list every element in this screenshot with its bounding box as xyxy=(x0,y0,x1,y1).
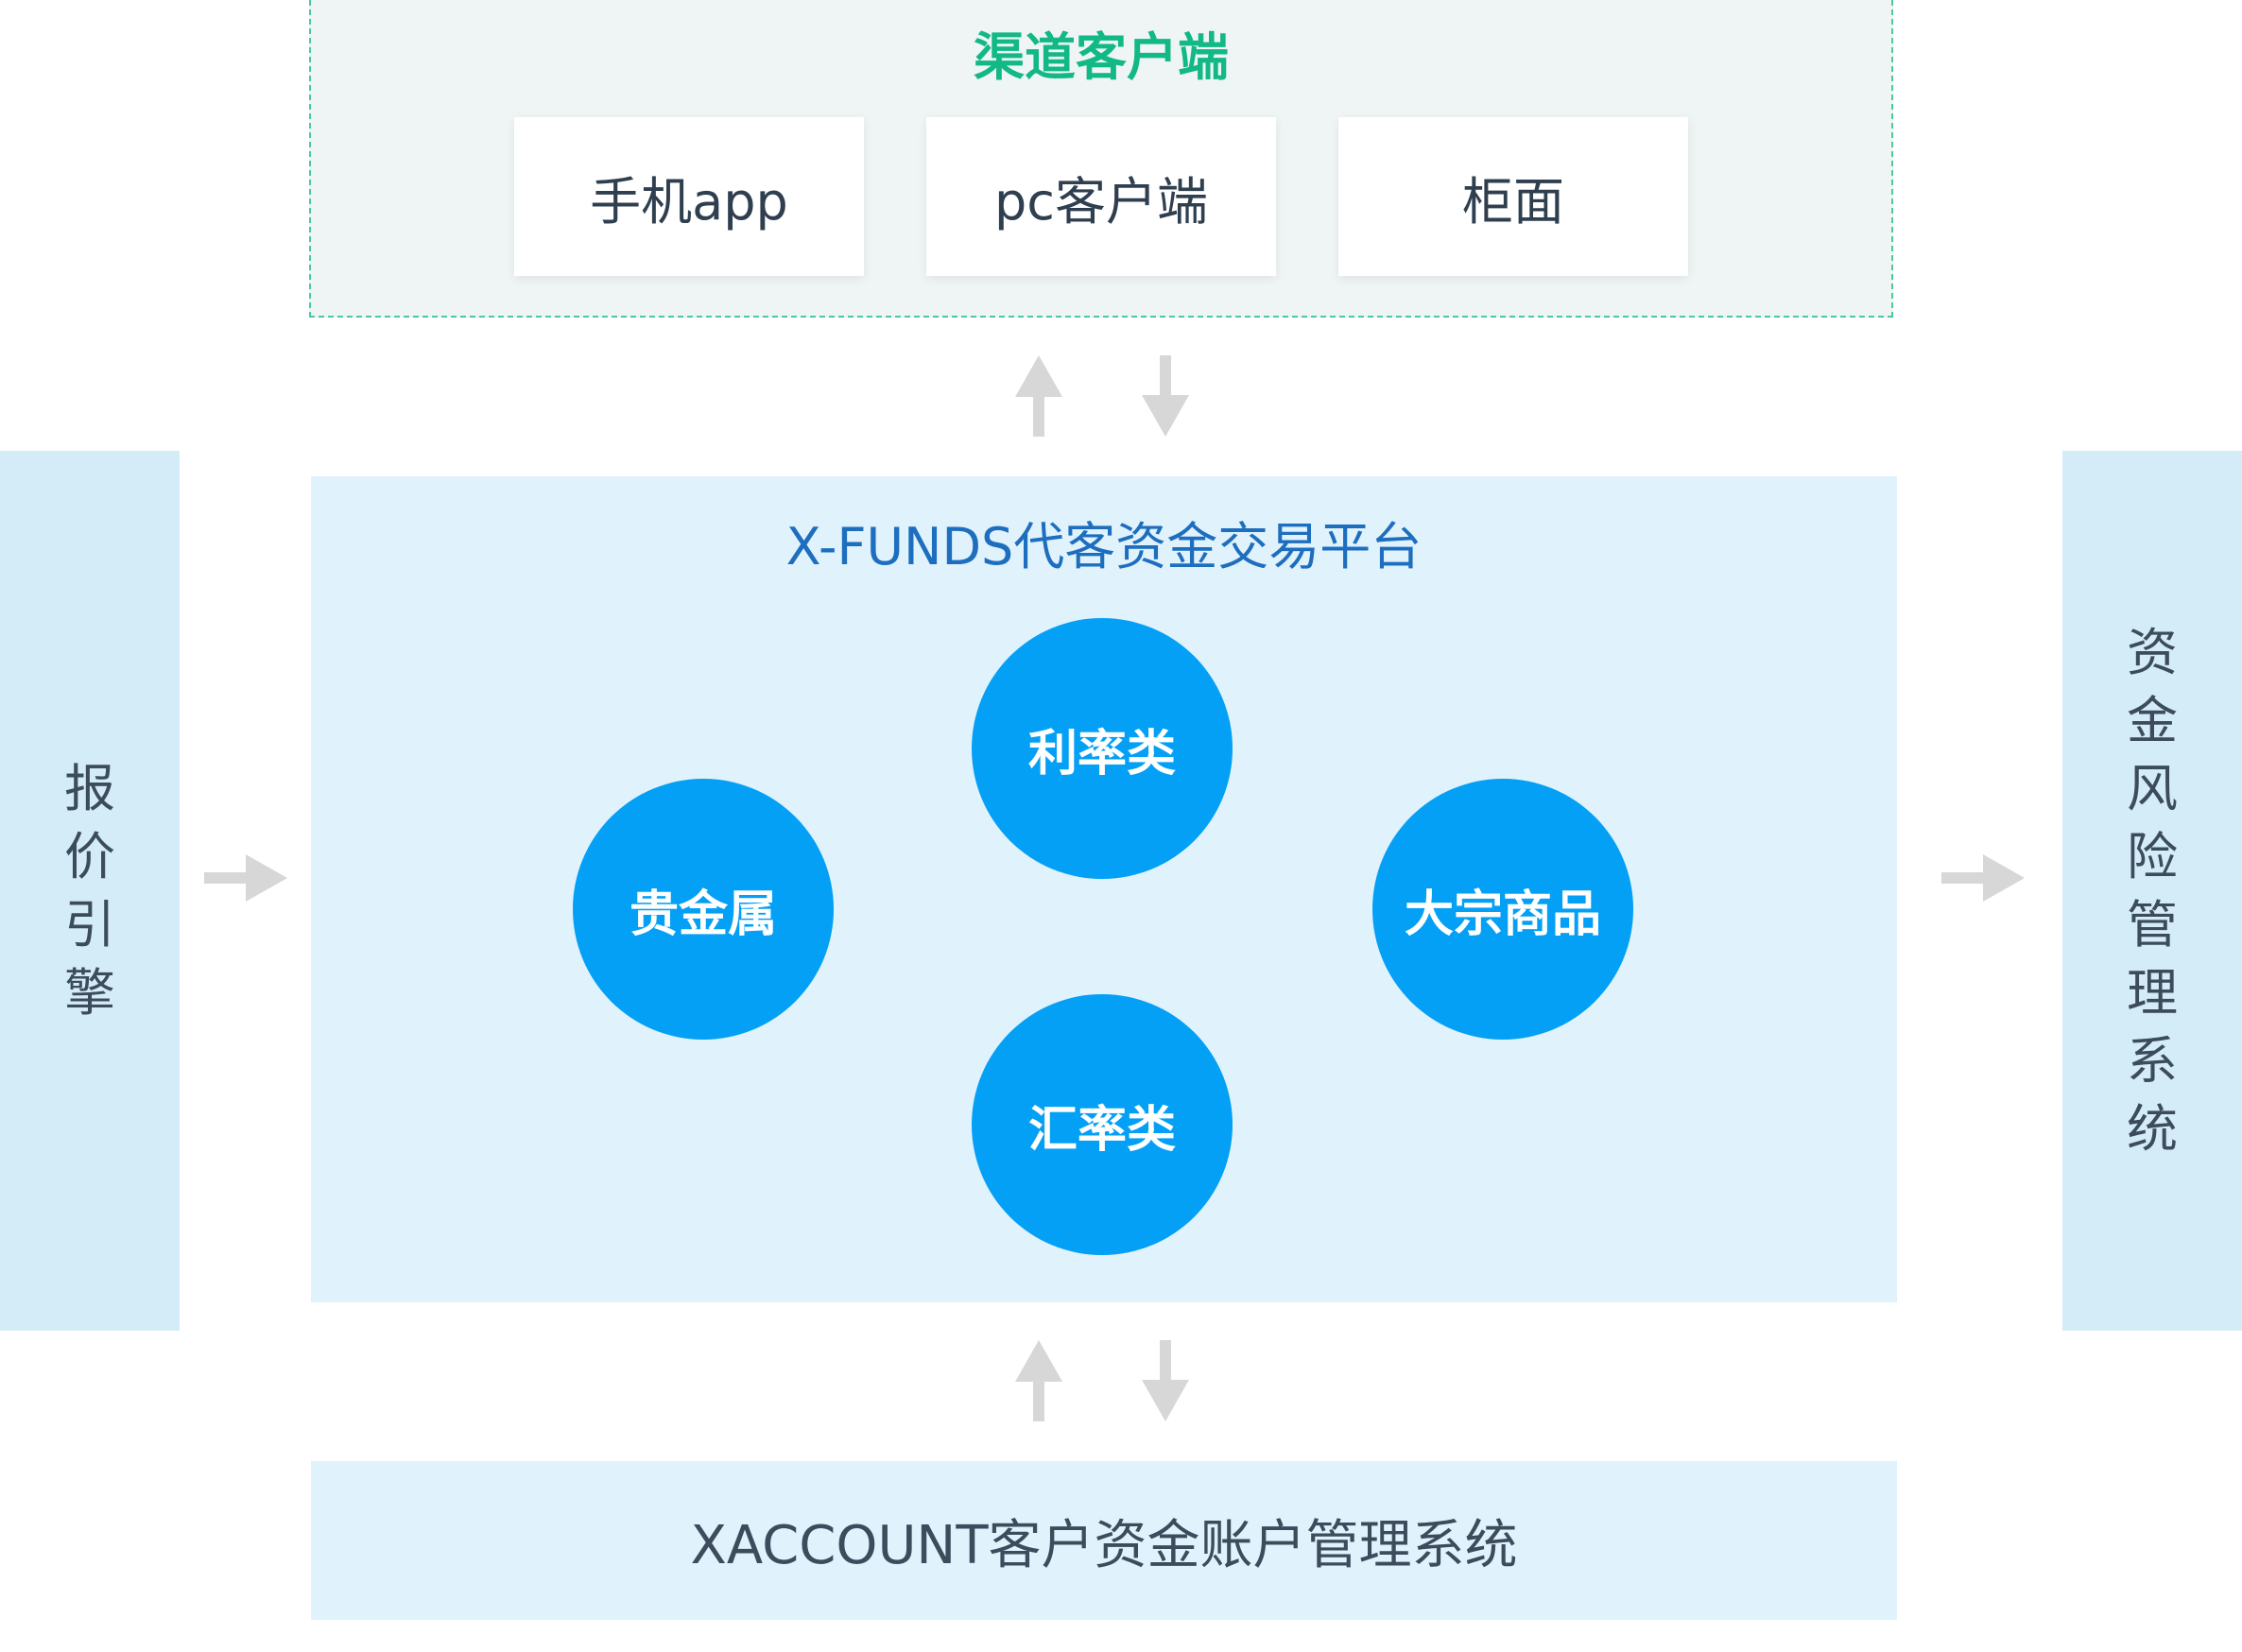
arrow-down-icon xyxy=(1142,1340,1189,1421)
risk-management-label: 资金风险管理系统 xyxy=(2127,622,2178,1159)
arrow-right-icon xyxy=(204,854,287,902)
client-pc-box: pc客户端 xyxy=(926,117,1276,276)
interest-rate-circle: 利率类 xyxy=(972,618,1233,879)
arrow-right-icon xyxy=(1941,854,2025,902)
channel-client-title: 渠道客户端 xyxy=(974,27,1229,87)
fx-rate-circle: 汇率类 xyxy=(972,994,1233,1255)
client-counter-box: 柜面 xyxy=(1338,117,1688,276)
quote-engine-label: 报价引擎 xyxy=(64,758,115,1023)
arrow-up-icon xyxy=(1015,355,1062,437)
precious-metal-circle: 贵金属 xyxy=(573,779,834,1040)
risk-management-panel: 资金风险管理系统 xyxy=(2062,451,2242,1331)
commodity-circle: 大宗商品 xyxy=(1372,779,1633,1040)
arrow-up-icon xyxy=(1015,1340,1062,1421)
client-mobile-app-box: 手机app xyxy=(514,117,864,276)
arrow-down-icon xyxy=(1142,355,1189,437)
quote-engine-panel: 报价引擎 xyxy=(0,451,180,1331)
platform-title: X-FUNDS代客资金交易平台 xyxy=(785,517,1423,576)
account-system-box: XACCOUNT客户资金账户管理系统 xyxy=(311,1461,1897,1620)
